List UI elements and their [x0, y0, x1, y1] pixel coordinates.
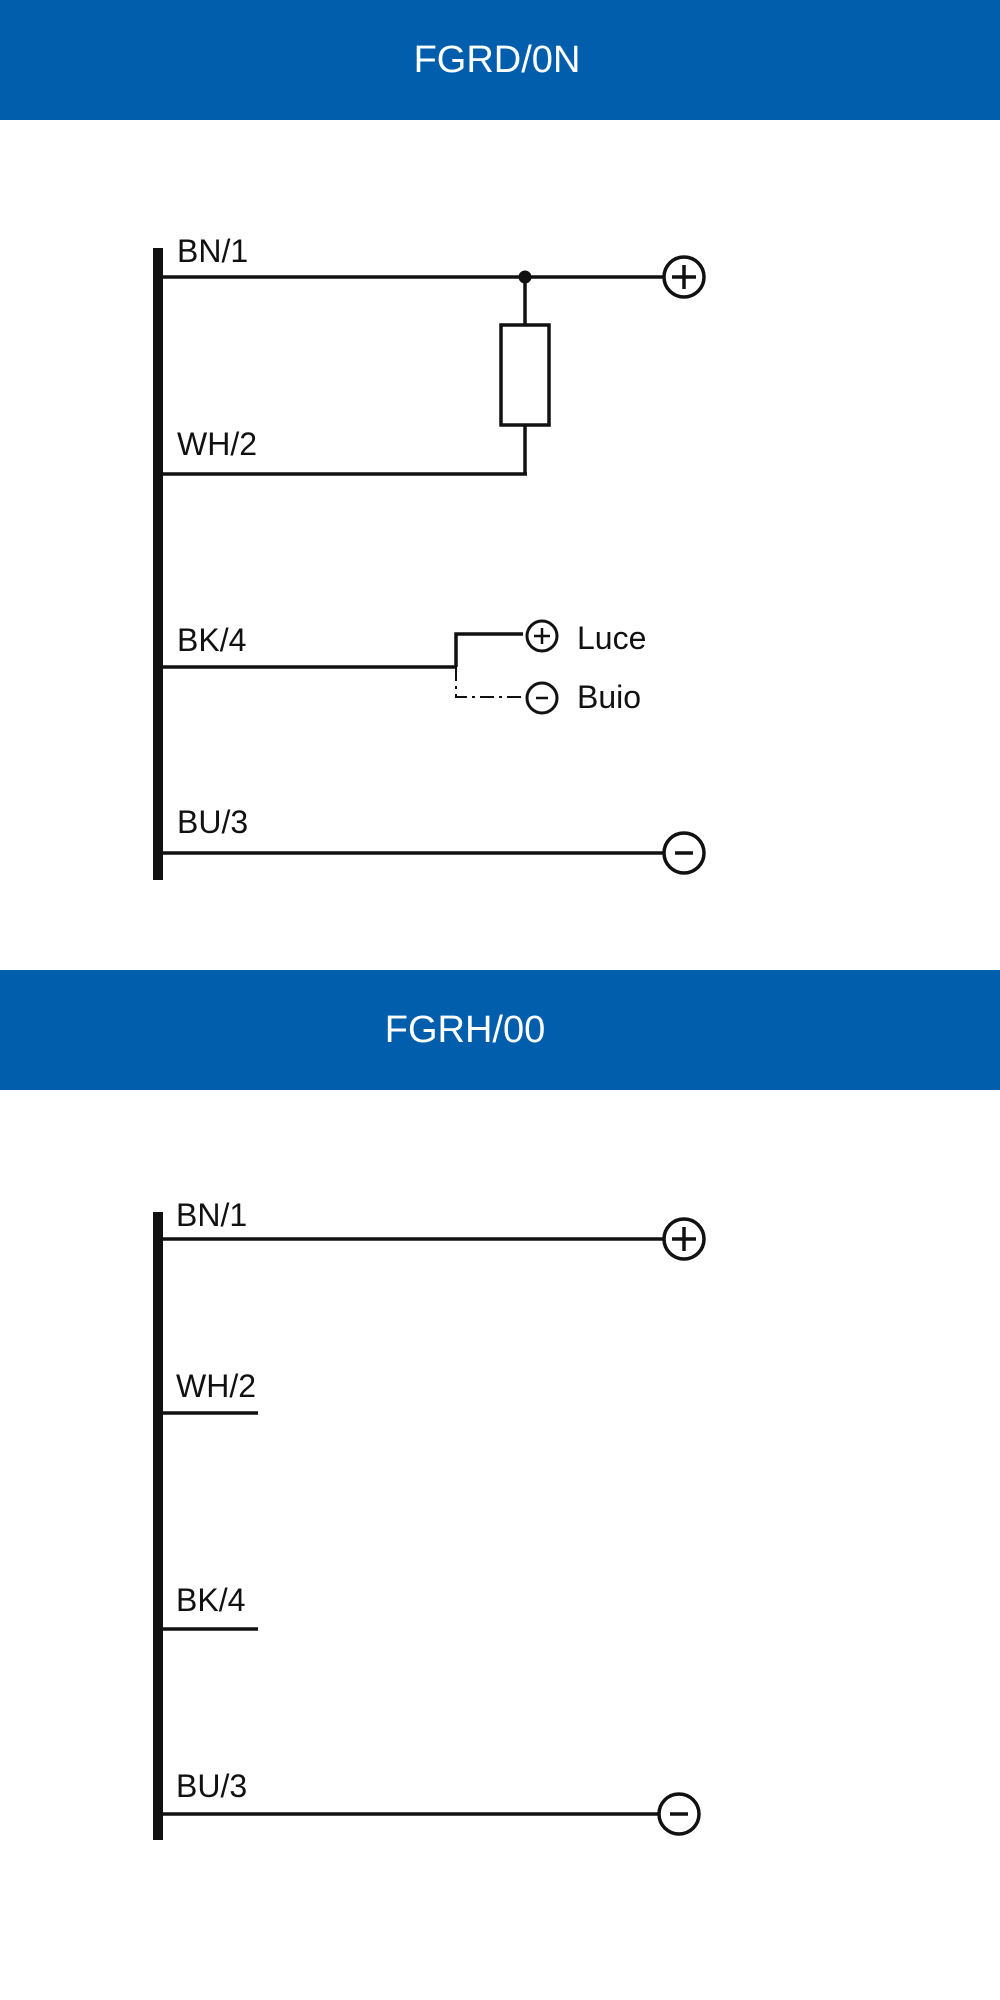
wire-label-bu: BU/3	[176, 1768, 247, 1804]
wiring-diagram-fgrd-0n: BN/1 WH/2 BK/4 Luce Buio BU/3	[153, 233, 706, 880]
minus-output-icon	[525, 681, 559, 715]
minus-terminal-icon	[657, 1792, 701, 1836]
plus-terminal-icon	[662, 1217, 706, 1261]
wire-label-bu: BU/3	[177, 804, 248, 840]
wire-label-wh: WH/2	[176, 1368, 256, 1404]
header-fgrd-0n: FGRD/0N	[0, 0, 1000, 120]
diagram-title: FGRD/0N	[413, 38, 581, 81]
plus-terminal-icon	[662, 255, 706, 299]
switch-contact-dark	[455, 667, 525, 698]
wiring-diagram-fgrh-00: BN/1 WH/2 BK/4 BU/3	[153, 1197, 706, 1840]
wire-label-bn: BN/1	[176, 1197, 247, 1233]
connector-bus-bar	[153, 248, 163, 880]
output-label-dark: Buio	[577, 679, 641, 715]
wire-label-bk: BK/4	[176, 1582, 245, 1618]
wire-label-wh: WH/2	[177, 426, 257, 462]
plus-output-icon	[525, 619, 559, 653]
minus-terminal-icon	[662, 831, 706, 875]
output-label-light: Luce	[577, 620, 646, 656]
diagram-title: FGRH/00	[384, 1008, 546, 1051]
header-fgrh-00: FGRH/00	[0, 970, 1000, 1090]
load-resistor	[499, 323, 551, 427]
connector-bus-bar	[153, 1212, 163, 1840]
wire-label-bn: BN/1	[177, 233, 248, 269]
switch-contact-light	[454, 632, 523, 667]
wire-label-bk: BK/4	[177, 622, 246, 658]
